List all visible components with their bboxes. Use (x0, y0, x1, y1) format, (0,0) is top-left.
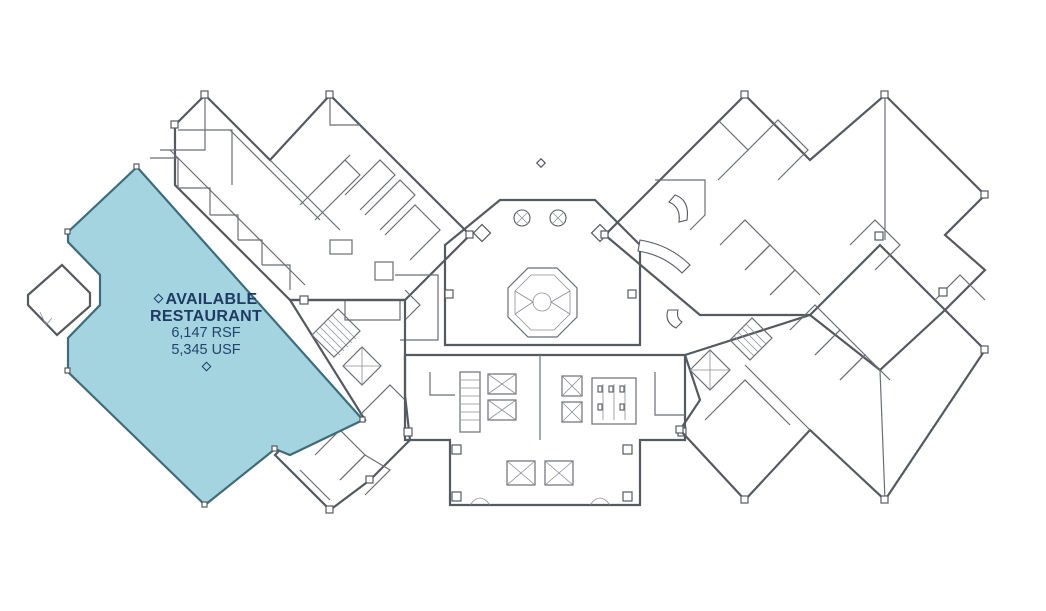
right-elevator (689, 349, 731, 391)
right-wing (600, 90, 989, 504)
entry-planters (513, 209, 567, 227)
reception-desk (637, 194, 691, 329)
diamond-marker-icon (153, 293, 163, 304)
right-wing-upper-outline (603, 93, 987, 317)
available-restaurant-space[interactable] (66, 165, 365, 507)
lobby-entrance (469, 460, 611, 506)
left-wing-columns (170, 90, 474, 514)
left-wing-offices-lower (299, 384, 406, 501)
core-restrooms (591, 377, 637, 425)
core-elevators-left (487, 373, 517, 421)
available-text: AVAILABLE (165, 291, 258, 308)
restaurant-label: AVAILABLE RESTAURANT 6,147 RSF 5,345 USF (118, 291, 294, 372)
right-wing-lower-outline (678, 308, 987, 502)
atrium-skylight (507, 267, 578, 338)
north-marker (535, 157, 547, 169)
left-elevator (342, 346, 382, 386)
restaurant-vestibule (26, 263, 92, 337)
core-elevators-right (561, 375, 583, 423)
left-wing-upper-outline (173, 93, 472, 302)
restaurant-title-line2: RESTAURANT (149, 308, 263, 325)
diamond-marker-icon (201, 361, 211, 372)
restaurant-columns (64, 163, 366, 508)
right-wing-offices (655, 95, 986, 501)
rentable-area: 6,147 RSF (171, 325, 241, 341)
right-wing-columns (600, 90, 989, 504)
left-wing-offices-upper (150, 95, 441, 341)
central-core (403, 157, 687, 507)
usable-area: 5,345 USF (171, 342, 241, 358)
restaurant-title-line1: AVAILABLE (118, 291, 294, 308)
lower-core-outline (403, 353, 687, 507)
right-stair (729, 317, 773, 361)
left-stair (311, 308, 361, 358)
vestibule-door (39, 311, 53, 326)
core-stair (459, 371, 481, 433)
left-wing (150, 93, 472, 512)
atrium-outline (443, 198, 642, 347)
